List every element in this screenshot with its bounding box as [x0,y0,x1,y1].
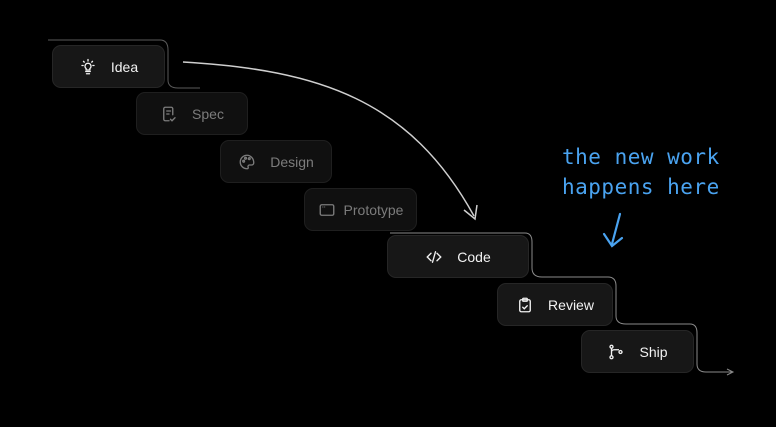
lightbulb-icon [81,58,95,74]
step-label: Code [457,248,491,265]
step-prototype: Prototype [304,188,417,231]
step-design: Design [220,140,332,183]
step-spec: Spec [136,92,248,135]
annotation-note: the new work happens here [562,142,720,202]
flow-line-top [48,39,200,89]
flow-line-bottom [390,232,732,373]
step-label: Ship [639,343,668,360]
browser-window-icon [319,203,334,216]
step-label: Prototype [343,201,404,218]
annotation-line-1: the new work [562,145,720,169]
step-code: Code [387,235,529,278]
step-label: Idea [110,58,139,75]
step-label: Review [548,296,594,313]
annotation-line-2: happens here [562,175,720,199]
code-icon [426,250,442,263]
clipboard-check-icon [519,297,531,312]
step-label: Spec [192,105,224,122]
skip-arrow [182,61,475,217]
palette-icon [239,154,255,169]
step-idea: Idea [52,45,165,88]
annotation-arrow [602,212,624,248]
git-branch-icon [609,344,624,359]
flow-end-arrowhead [726,368,735,376]
step-label: Design [270,153,314,170]
document-check-icon [163,106,176,122]
skip-arrow-head [463,204,478,221]
step-review: Review [497,283,613,326]
step-ship: Ship [581,330,694,373]
